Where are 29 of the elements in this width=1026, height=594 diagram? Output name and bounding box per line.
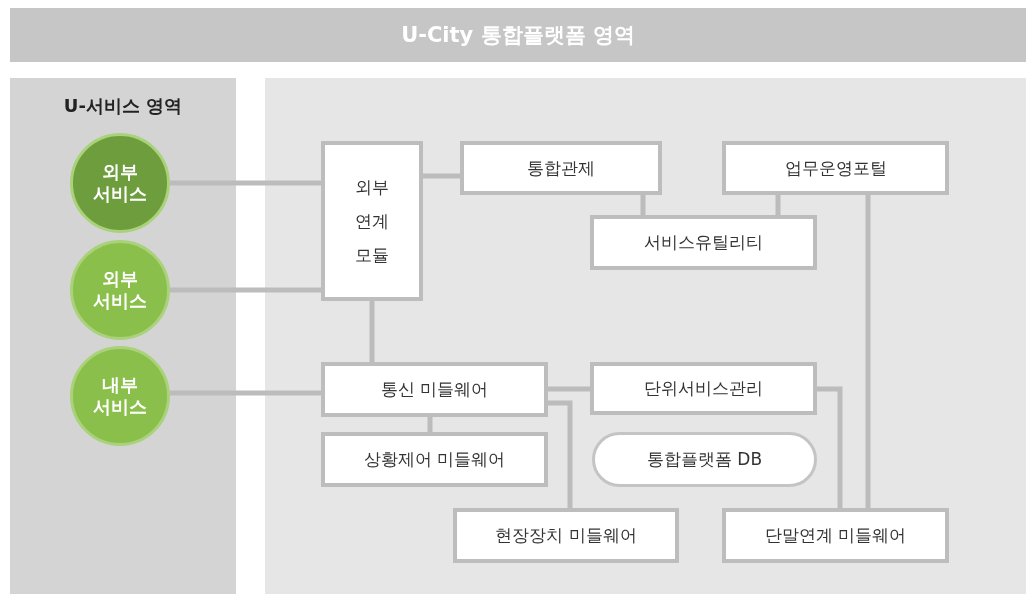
module-box: 업무운영포털: [722, 141, 949, 195]
connector-line: [423, 173, 460, 179]
panel: [10, 78, 236, 594]
connector-line: [369, 301, 375, 362]
panel-heading: U-서비스 영역: [62, 94, 184, 118]
connector-line: [640, 195, 646, 215]
module-box: 통신 미들웨어: [321, 362, 548, 417]
connector-line: [548, 386, 590, 392]
module-box: 단위서비스관리: [590, 362, 817, 415]
database-pill: 통합플랫폼 DB: [592, 432, 817, 487]
module-box: 현장장치 미들웨어: [453, 508, 679, 563]
connector-line: [170, 180, 321, 186]
connector-line: [775, 195, 781, 215]
module-box: 서비스유틸리티: [590, 215, 817, 270]
connector-line: [548, 400, 573, 508]
service-circle: 내부 서비스: [70, 346, 170, 446]
connector-line: [170, 287, 321, 293]
connector-line: [170, 390, 321, 396]
module-box: 통합관제: [460, 141, 662, 195]
service-circle: 외부 서비스: [70, 240, 170, 340]
connector-line: [865, 195, 871, 508]
panel: [265, 78, 1026, 594]
connector-line: [427, 417, 433, 432]
title-band: U-City 통합플랫폼 영역: [10, 8, 1026, 62]
service-circle: 외부 서비스: [70, 133, 170, 233]
connector-line: [817, 386, 843, 508]
module-box: 단말연계 미들웨어: [722, 508, 949, 563]
module-box: 상황제어 미들웨어: [321, 432, 548, 487]
module-box: 외부 연계 모듈: [321, 141, 423, 301]
